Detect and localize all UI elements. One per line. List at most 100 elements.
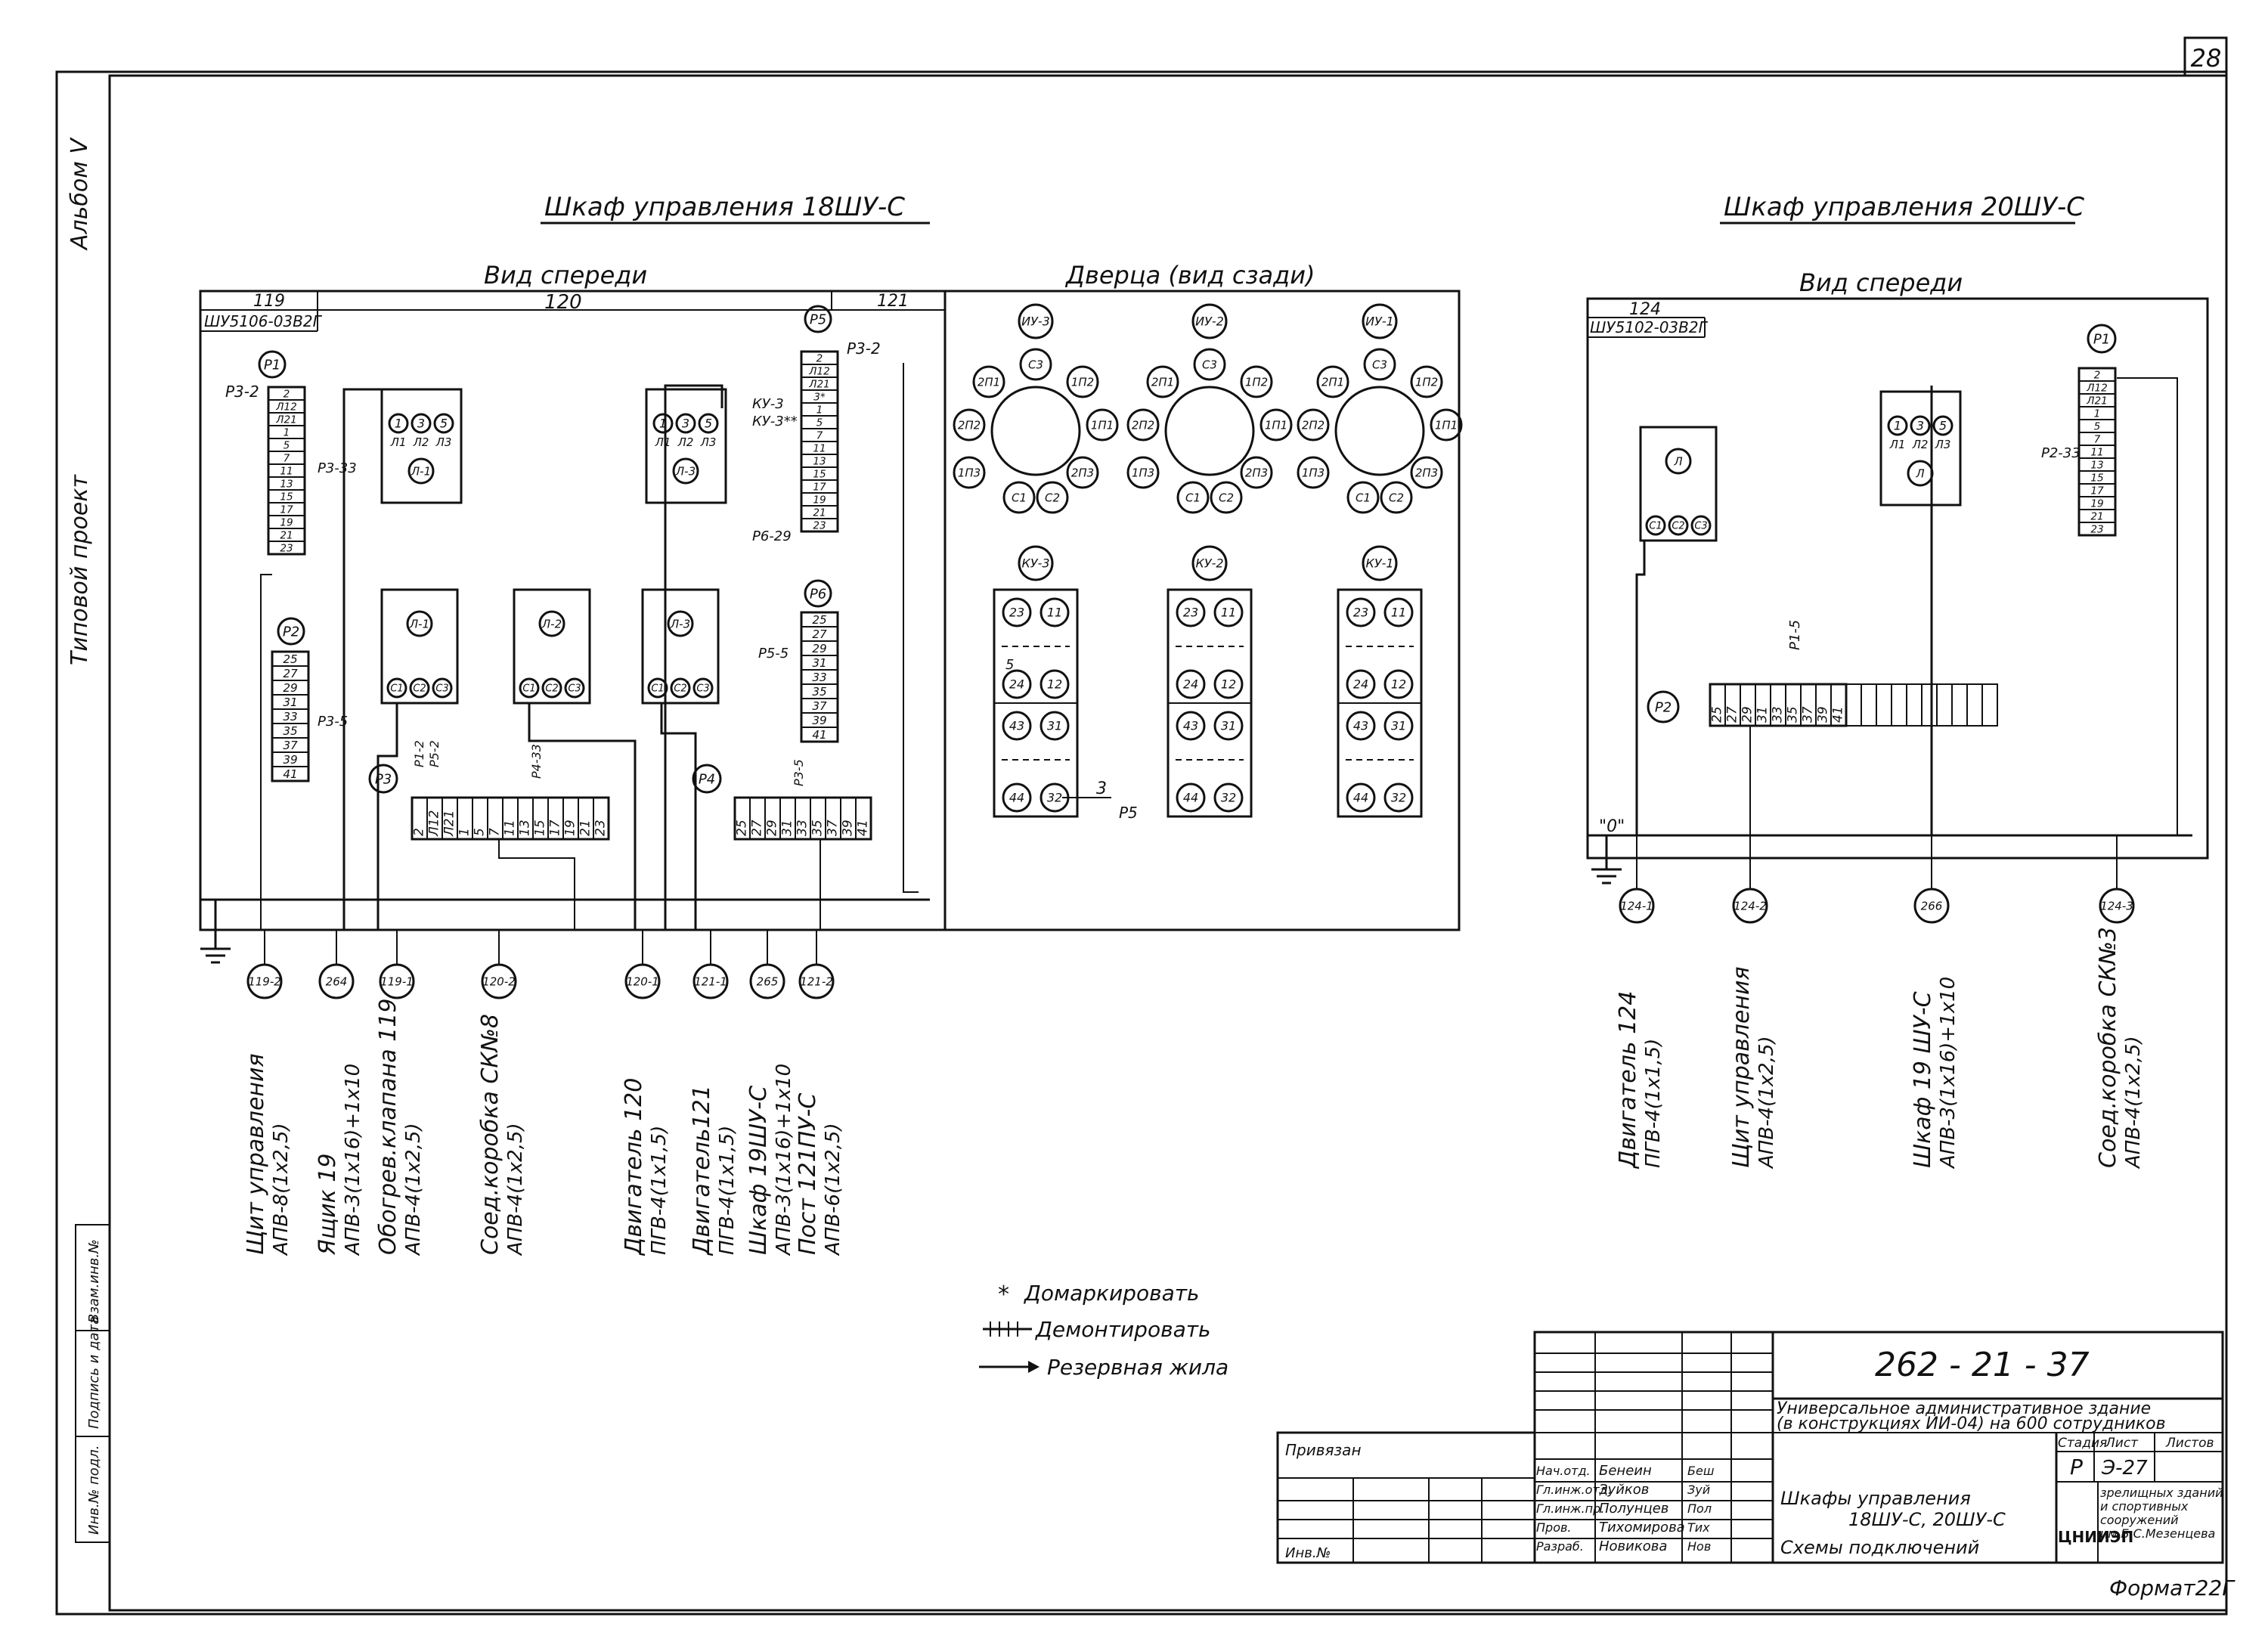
- pin-2П3-icon-label: 2П3: [1245, 466, 1268, 479]
- cable-266-icon: [1913, 888, 1950, 924]
- cable-121-2-name: Пост 121ПУ-С: [795, 1093, 821, 1255]
- role-3: Пров.: [1536, 1520, 1572, 1535]
- terminal-29: 29: [764, 820, 779, 836]
- button-pin-44-icon: [1002, 782, 1032, 813]
- motor-term-С3-icon-label: С3: [1694, 521, 1707, 532]
- role-name-2: Полунцев: [1599, 1501, 1668, 1517]
- terminal-35: 35: [812, 685, 826, 699]
- terminal-27: 27: [812, 627, 827, 641]
- cable-120-2-name: Соед.коробка СК№8: [477, 1014, 503, 1255]
- terminal-23: 23: [593, 820, 608, 836]
- terminal-31: 31: [812, 656, 826, 670]
- button-pin-44-icon: [1346, 782, 1376, 813]
- button-pin-12-icon-label: 12: [1047, 677, 1062, 692]
- motor-term-С2-icon-label: С2: [545, 683, 558, 695]
- terminal-Л21: Л21: [808, 379, 830, 391]
- pin-1П1-icon-label: 1П1: [1435, 418, 1458, 432]
- button-pin-24-icon-label: 24: [1183, 677, 1198, 692]
- cable-265-icon-label: 265: [757, 974, 779, 988]
- pin-1П2-icon-label: 1П2: [1245, 375, 1268, 389]
- term-5-icon-label: 5: [1939, 419, 1947, 433]
- door-label-5: 5: [1005, 657, 1014, 673]
- motor-term-С2-icon: [1668, 515, 1689, 536]
- box-label-119: 119: [253, 292, 285, 311]
- button-pin-44-icon-label: 44: [1009, 791, 1024, 805]
- terminal-7: 7: [284, 453, 290, 465]
- terminal-41: 41: [1830, 706, 1845, 723]
- switch-header-ИУ-1-icon: [1362, 303, 1398, 339]
- sub-Л2: Л2: [677, 435, 694, 449]
- terminal-7: 7: [2094, 434, 2101, 446]
- pin-2П3-icon-label: 2П3: [1415, 466, 1438, 479]
- sub-Л3: Л3: [700, 435, 717, 449]
- terminal-31: 31: [283, 696, 297, 709]
- pin-С3-icon: [1363, 348, 1396, 381]
- label-p3-2: Р3-2: [225, 383, 259, 401]
- button-header-КУ-1-icon-label: КУ-1: [1365, 556, 1393, 571]
- cable-124-2-name: Щит управления: [1728, 966, 1755, 1168]
- term-1-icon-label: 1: [1894, 419, 1901, 433]
- sub-Л3: Л3: [435, 435, 452, 449]
- typical-project-label: Типовой проект: [67, 474, 93, 665]
- pin-С2-icon-label: С2: [1219, 491, 1234, 504]
- pin-1П1-icon-label: 1П1: [1265, 418, 1287, 432]
- inner-frame: [108, 74, 2228, 1612]
- terminal-11: 11: [502, 820, 517, 836]
- pin-1П1-icon: [1086, 408, 1119, 442]
- contactor-Л-icon-label: Л: [1915, 466, 1924, 480]
- terminal-19: 19: [562, 820, 578, 836]
- terminal-35: 35: [1785, 706, 1800, 723]
- terminal-Л12: Л12: [426, 810, 442, 837]
- inv-label: Инв.№: [1285, 1545, 1331, 1561]
- term-1-icon: [388, 413, 409, 434]
- sub-Л3: Л3: [1935, 438, 1951, 451]
- cable-264-name: Ящик 19: [314, 1154, 341, 1256]
- motor-term-С2-icon: [541, 677, 562, 699]
- right-relay-p1-icon-label: Р1: [2093, 331, 2110, 347]
- relay-p3-icon: [368, 764, 398, 794]
- terminal-21: 21: [813, 507, 826, 519]
- relay-p6-icon-label: Р6: [810, 586, 826, 602]
- role-name-3: Тихомирова: [1599, 1520, 1685, 1535]
- cable-124-1-spec: ПГВ-4(1х1,5): [1642, 1039, 1665, 1168]
- terminal-1: 1: [816, 404, 823, 417]
- cable-119-1-icon: [379, 963, 415, 999]
- terminal-19: 19: [280, 517, 293, 529]
- pin-С2-icon-label: С2: [1045, 491, 1060, 504]
- term-1-icon: [652, 413, 674, 434]
- button-pin-24-icon-label: 24: [1353, 677, 1368, 692]
- pin-2П3-icon: [1066, 456, 1099, 489]
- label-p6-29: Р6-29: [752, 528, 792, 544]
- contactor-Л-3-icon-label: Л-3: [675, 464, 696, 478]
- button-pin-43-icon-label: 43: [1353, 719, 1368, 733]
- button-pin-43-icon: [1176, 711, 1206, 741]
- org-line-5: им.Б.С.Мезенцева: [2100, 1526, 2215, 1541]
- motor-Л-2-icon-label: Л-2: [541, 617, 562, 631]
- pin-2П2-icon-label: 2П2: [1132, 418, 1154, 432]
- button-header-КУ-2-icon-label: КУ-2: [1195, 556, 1223, 571]
- motor-term-С2-icon: [670, 677, 691, 699]
- right-relay-p1-icon: [2087, 324, 2117, 354]
- terminal-17: 17: [280, 504, 293, 516]
- button-pin-11-icon: [1040, 597, 1070, 627]
- button-pin-32-icon-label: 32: [1221, 791, 1236, 805]
- button-header-КУ-3-icon: [1018, 545, 1054, 581]
- button-pin-12-icon: [1040, 669, 1070, 699]
- terminal-27: 27: [283, 667, 298, 680]
- role-1: Гл.инж.отд.: [1536, 1483, 1612, 1497]
- terminal-25: 25: [734, 820, 749, 836]
- button-header-КУ-2-icon: [1191, 545, 1228, 581]
- pin-С1-icon: [1176, 481, 1210, 514]
- cable-120-2-spec: АПВ-4(1х2,5): [504, 1123, 527, 1256]
- terminal-25: 25: [283, 652, 297, 666]
- motor-term-С3-icon: [432, 677, 453, 699]
- drawing-name-3: Схемы подключений: [1780, 1537, 1979, 1558]
- pin-1П3-icon: [1126, 456, 1160, 489]
- button-pin-44-icon-label: 44: [1353, 791, 1368, 805]
- pin-С2-icon: [1036, 481, 1069, 514]
- org-logo: ЦНИИЭП: [2058, 1528, 2133, 1546]
- term-1-icon: [1887, 415, 1908, 436]
